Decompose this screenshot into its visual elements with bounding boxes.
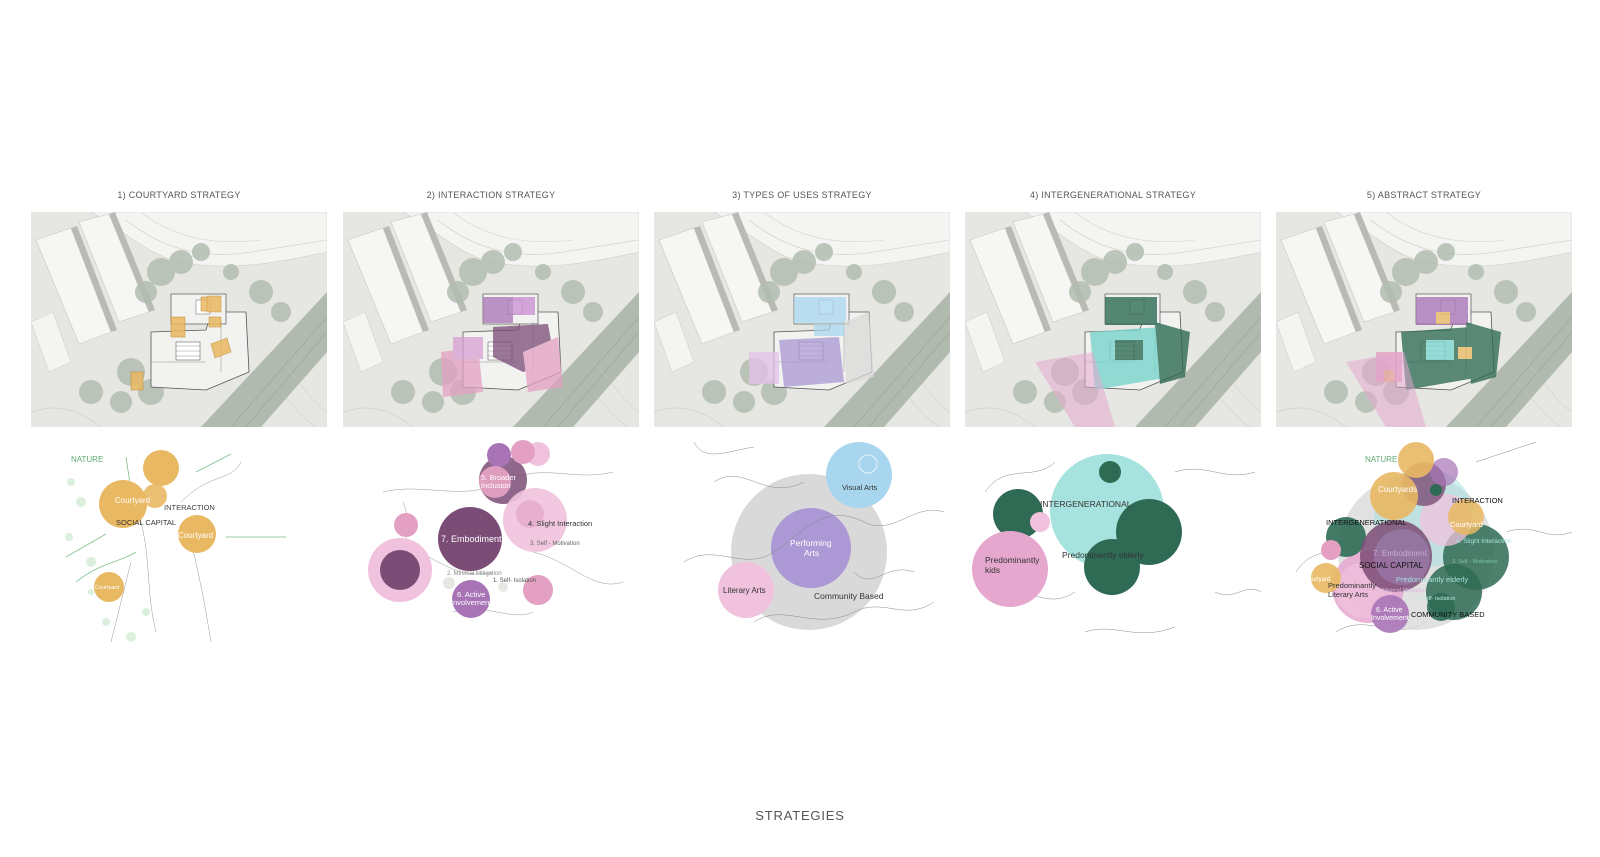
elderly-bubble (1427, 593, 1455, 621)
elderly-bubble (993, 489, 1043, 539)
panel-title: 4) INTERGENERATIONAL STRATEGY (1029, 190, 1197, 200)
label-slight-interaction: 4. Slight Interaction (528, 519, 592, 528)
label-slight-interaction: 4. Slight Interaction (1456, 538, 1512, 545)
label-courtyard-b: Courtyard (178, 531, 213, 540)
literary-arts-bubble (718, 562, 774, 618)
performing-arts-bubble (771, 508, 851, 588)
label-literary-arts: Literary Arts (723, 586, 766, 595)
label-active: 6. Active (457, 590, 485, 599)
panel-title: 2) INTERACTION STRATEGY (426, 190, 556, 200)
label-nature: NATURE (1365, 455, 1397, 464)
active-involvement-bubble (1371, 595, 1409, 633)
courtyard-bubble (143, 484, 167, 508)
label-predominantly-elderly: Predominantly elderly (1062, 550, 1144, 560)
broader-inclusion-bubble (479, 466, 511, 498)
active-involvement-bubble (452, 580, 490, 618)
label-self-isolation: 1. Self- Isolation (493, 578, 536, 584)
visual-arts-bubble (826, 442, 892, 508)
embodiment-bubble (438, 507, 502, 571)
label-intergenerational: INTERGENERATIONAL (1326, 518, 1407, 527)
interaction-bubble (487, 443, 511, 467)
page-title: STRATEGIES (755, 808, 845, 823)
panel-title: 1) COURTYARD STRATEGY (117, 190, 241, 200)
label-involvement: Involvement (1371, 615, 1409, 622)
label-community-based: COMMUNITY BASED (1411, 610, 1485, 619)
courtyard-bubble (99, 480, 147, 528)
label-visual-arts: Visual Arts (842, 483, 878, 492)
performing-bubble (1374, 529, 1430, 585)
label-involvement: Involvement (451, 598, 492, 607)
label-active: 6. Active (1376, 607, 1403, 614)
interaction-bubble (1321, 540, 1341, 560)
label-minimal-mitigation: 2. Minimal Mitigation (447, 571, 502, 577)
label-interaction: INTERACTION (1452, 496, 1503, 505)
label-embodiment: 7. Embodiment (441, 534, 502, 544)
visual-arts-inner (858, 454, 878, 474)
label-self-motivation: 3. Self - Motivation (530, 541, 580, 547)
predominantly-kids-bubble (972, 531, 1048, 607)
elderly-bubble (1430, 484, 1442, 496)
label-arts: Arts (804, 548, 819, 558)
label-performing: Performing (790, 538, 832, 548)
label-predominantly: Predominantly (985, 555, 1040, 565)
label-self-motivation: 3. Self - Motivation (1452, 559, 1498, 565)
courtyard-bubble (94, 572, 124, 602)
label-courtyard-small: Courtyard (1304, 577, 1330, 583)
courtyard-bubble (178, 515, 216, 553)
label-social-capital: SOCIAL CAPITAL (116, 518, 176, 527)
inner-bubble (516, 500, 544, 528)
courtyard-bubble (1398, 442, 1434, 478)
elderly-bubble (1084, 539, 1140, 595)
mitigation-dot (443, 577, 455, 589)
courtyards-bubble (1370, 472, 1418, 520)
interaction-bubble (1430, 458, 1458, 486)
label-embodiment: 7. Embodiment (1373, 549, 1428, 558)
courtyard-small-bubble (1311, 563, 1341, 593)
site-plan (965, 212, 1261, 427)
label-nature: NATURE (71, 455, 103, 464)
bubble-diagram: Visual Arts Performing Arts Literary Art… (654, 441, 950, 652)
courtyard-bubble (143, 450, 179, 486)
label-predominantly-elderly: Predominantly elderly (1396, 575, 1468, 584)
interaction-bubble (394, 513, 418, 537)
site-plan (343, 212, 639, 427)
label-courtyard: Courtyard (1450, 520, 1483, 529)
label-social-capital: SOCIAL CAPITAL (1359, 561, 1424, 570)
panel-title: 5) ABSTRACT STRATEGY (1366, 190, 1482, 200)
panel-title: 3) TYPES OF USES STRATEGY (732, 190, 872, 200)
site-plan (1276, 212, 1572, 427)
interaction-bubble (511, 440, 535, 464)
label-kids: kids (985, 565, 1000, 575)
site-plan (31, 212, 327, 427)
kids-bubble (1030, 512, 1050, 532)
label-literary-arts: Literary Arts (1328, 590, 1368, 599)
bubble-diagram: NATURE Courtyards INTERACTION INTERGENER… (1276, 441, 1573, 652)
label-courtyard-a: Courtyard (115, 496, 150, 505)
courtyard-bubble (1448, 499, 1484, 535)
embodiment-bubble (1360, 520, 1432, 592)
bubble-diagram: INTERGENERATIONAL Predominantly elderly … (965, 442, 1262, 652)
site-plan (654, 212, 950, 427)
isolation-bubble (380, 550, 420, 590)
label-interaction: INTERACTION (164, 503, 215, 512)
label-predominantly: Predominantly (1328, 581, 1376, 590)
elderly-bubble (1099, 461, 1121, 483)
label-self-isolation: 1. Self- Isolation (1416, 596, 1455, 602)
isolation-dot (498, 582, 508, 592)
bubble-diagram: NATURE Courtyard INTERACTION SOCIAL CAPI… (31, 442, 327, 652)
label-inclusion: Inclusion (481, 481, 511, 490)
interaction-bubble (523, 575, 553, 605)
label-courtyards: Courtyards (1378, 485, 1417, 494)
bubble-diagram: 5. Broader Inclusion 4. Slight Interacti… (343, 440, 639, 652)
label-courtyard-c: Courtyard (95, 585, 119, 591)
label-minimal-mitigation: 2. Minimal Mitigation (1376, 588, 1426, 594)
label-broader: 5. Broader (481, 473, 517, 482)
label-community-based: Community Based (814, 591, 884, 601)
label-intergenerational: INTERGENERATIONAL (1040, 499, 1132, 509)
